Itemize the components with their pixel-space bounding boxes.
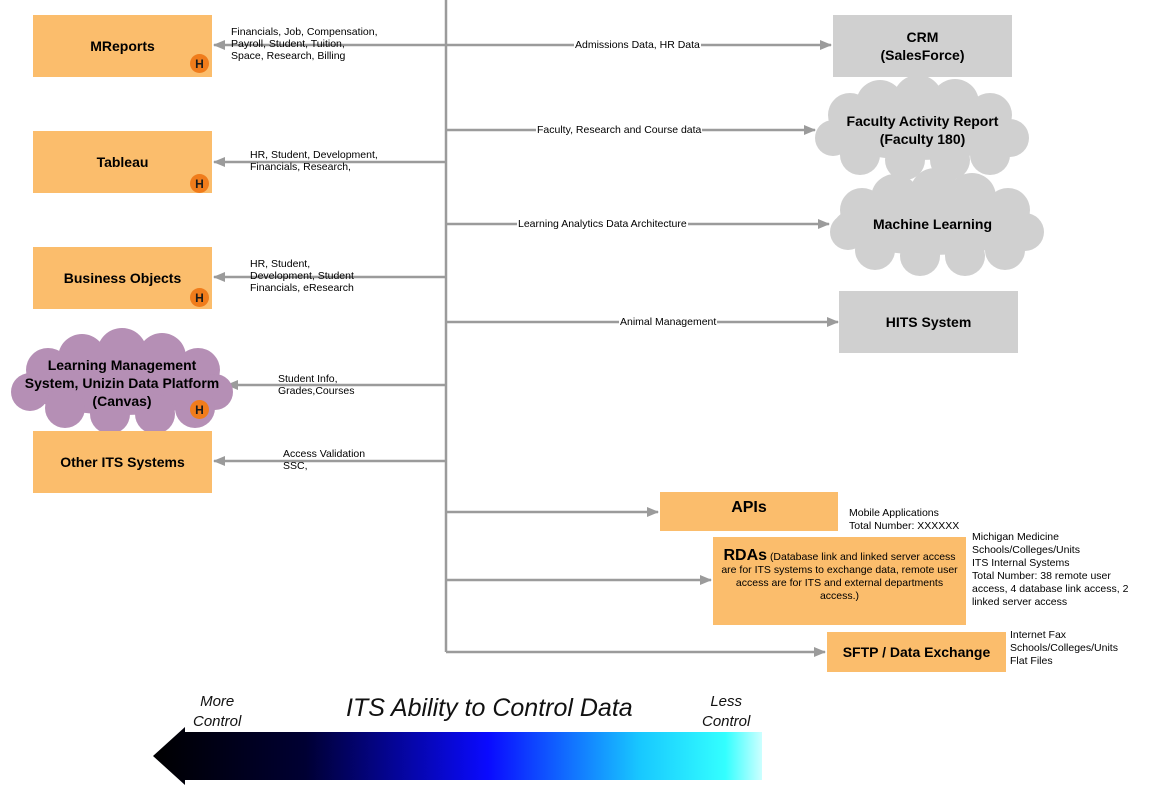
sftp-note: Internet Fax Schools/Colleges/Units Flat… <box>1010 629 1118 667</box>
rdas-label: RDAs <box>723 547 768 564</box>
mreports-data-label: Financials, Job, Compensation, Payroll, … <box>231 26 378 62</box>
tableau-data-label: HR, Student, Development, Financials, Re… <box>250 149 378 173</box>
control-scale-title: ITS Ability to Control Data <box>346 694 633 722</box>
ml-cloud <box>830 168 1044 276</box>
control-gradient-arrow <box>153 727 762 785</box>
mreports-box: MReports <box>33 15 212 77</box>
sftp-box: SFTP / Data Exchange <box>827 632 1006 672</box>
lms-data-label: Student Info, Grades,Courses <box>278 373 355 397</box>
business-objects-data-label: HR, Student, Development, Student Financ… <box>250 258 354 294</box>
crm-label: CRM (SalesForce) <box>880 29 965 63</box>
more-control-label: More Control <box>193 693 242 730</box>
business-objects-h-badge: H <box>190 288 209 307</box>
other-its-box: Other ITS Systems <box>33 431 212 493</box>
business-objects-box: Business Objects <box>33 247 212 309</box>
rdas-note: Michigan Medicine Schools/Colleges/Units… <box>972 531 1129 608</box>
apis-note: Mobile Applications Total Number: XXXXXX <box>849 507 960 532</box>
rdas-description: (Database link and linked server access … <box>721 551 958 602</box>
mreports-label: MReports <box>90 38 155 54</box>
other-its-data-label: Access Validation SSC, <box>283 448 366 472</box>
crm-data-label: Admissions Data, HR Data <box>574 39 701 51</box>
business-objects-label: Business Objects <box>63 270 182 286</box>
faculty-cloud <box>815 75 1029 180</box>
lms-cloud <box>11 328 233 434</box>
tableau-label: Tableau <box>96 154 149 170</box>
ml-data-label: Learning Analytics Data Architecture <box>517 218 688 230</box>
faculty-data-label: Faculty, Research and Course data <box>536 124 703 136</box>
hits-label: HITS System <box>885 314 972 330</box>
hits-box: HITS System <box>839 291 1018 353</box>
crm-box: CRM (SalesForce) <box>833 15 1012 77</box>
mreports-h-badge: H <box>190 54 209 73</box>
less-control-label: Less Control <box>702 693 751 730</box>
other-its-label: Other ITS Systems <box>60 454 185 470</box>
machine-learning-label: Machine Learning <box>872 216 993 232</box>
lms-h-badge: H <box>190 400 209 419</box>
lms-label: Learning Management System, Unizin Data … <box>24 357 220 409</box>
rdas-box: RDAs (Database link and linked server ac… <box>713 537 966 625</box>
tableau-h-badge: H <box>190 174 209 193</box>
faculty-activity-label: Faculty Activity Report (Faculty 180) <box>846 113 999 147</box>
hits-data-label: Animal Management <box>619 316 718 328</box>
apis-box: APIs <box>660 492 838 531</box>
tableau-box: Tableau <box>33 131 212 193</box>
sftp-label: SFTP / Data Exchange <box>842 644 991 660</box>
apis-label: APIs <box>731 498 767 516</box>
